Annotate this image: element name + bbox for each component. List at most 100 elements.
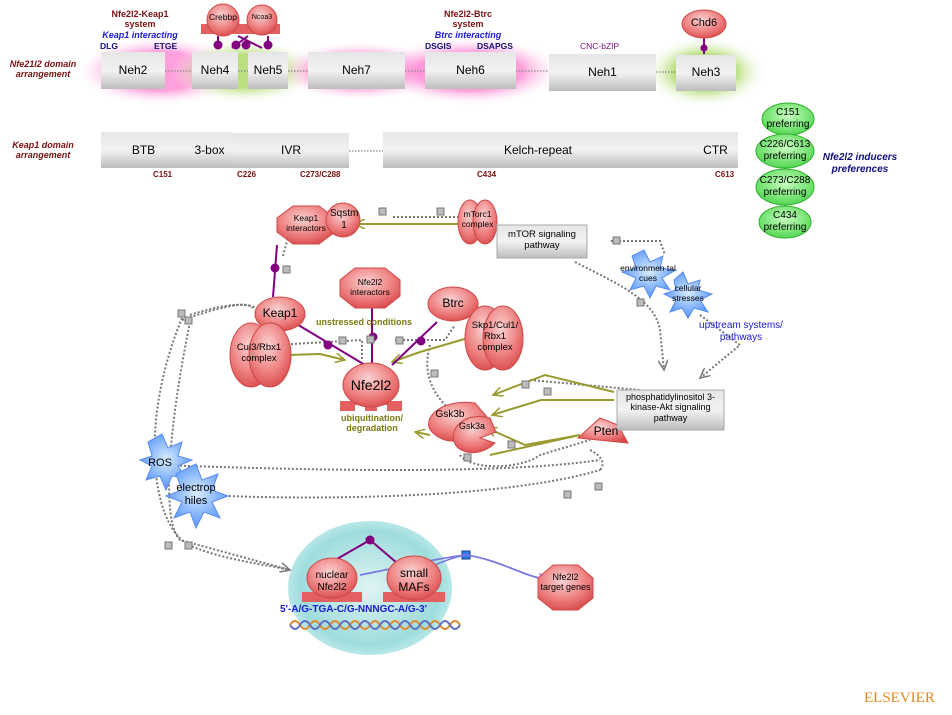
sqstm1-label: Sqstm 1	[330, 208, 359, 231]
nucleus	[288, 521, 452, 655]
dotted-regulatory-links	[153, 216, 742, 570]
electrophiles-label: electrop hiles	[176, 482, 216, 507]
btrc-interacting-label: Btrc interacting	[434, 30, 502, 40]
connector-nodes	[164, 207, 645, 550]
pref-c151-label: C151 preferring	[766, 107, 810, 130]
keap1-domain-section-label: Keap1 domain arrangement	[12, 140, 74, 161]
neh7-label: Neh7	[342, 63, 371, 77]
cellular-stresses-star	[662, 271, 714, 319]
pten-label: Pten	[593, 424, 619, 438]
motif-dlg: DLG	[100, 41, 118, 51]
domain-btb	[101, 132, 186, 168]
domain-neh1	[549, 54, 656, 91]
target-genes-node	[537, 564, 594, 611]
are-sequence-label: 5'-A/G-TGA-C/G-NNNGC-A/G-3'	[280, 604, 427, 615]
small-mafs-node	[383, 555, 445, 602]
ncoa3-node	[244, 4, 280, 36]
cul3-rbx1-complex-node	[229, 322, 292, 388]
cys-c226: C226	[237, 170, 257, 179]
neh5-label: Neh5	[253, 63, 283, 77]
neh4-label: Neh4	[200, 63, 230, 77]
nfe2l2-domain-row	[75, 3, 767, 108]
sqstm1-node	[325, 202, 361, 238]
nfe2l2-label: Nfe2l2	[350, 377, 392, 393]
pref-c273-c288-label: C273/C288 preferring	[759, 175, 811, 198]
domain-ctr	[693, 132, 738, 168]
target-genes-label: Nfe2l2 target genes	[540, 572, 591, 593]
ubiquitination-degradation-label: ubiquitination/ degradation	[341, 413, 403, 434]
motif-dsapgs: DSAPGS	[477, 41, 513, 51]
skp1-cul1-rbx1-label: Skp1/Cul1/ Rbx1 complex	[471, 320, 519, 353]
coactivator-links	[213, 35, 273, 50]
gsk3a-label: Gsk3a	[458, 421, 485, 431]
keap1-interactors-label: Keap1 interactors	[286, 213, 326, 233]
cnc-bzip-label: CNC-bZIP	[580, 41, 620, 51]
motif-dsgis: DSGIS	[425, 41, 452, 51]
kelch-repeat-label: Kelch-repeat	[503, 143, 573, 157]
neh1-label: Neh1	[588, 65, 617, 79]
nuclear-nfe2l2-label: nuclear Nfe2l2	[315, 570, 349, 593]
pref-c226-c613-label: C226/C613 preferring	[759, 139, 811, 162]
nfe2l2-domain-section-label: Nfe21l2 domain arrangement	[9, 59, 77, 80]
pref-c434-label: C434 preferring	[763, 210, 807, 233]
nuclear-nfe2l2-node	[302, 557, 362, 602]
mtor-pathway-label: mTOR signaling pathway	[508, 229, 576, 251]
cys-c151: C151	[153, 170, 173, 179]
pi3k-akt-label: phosphatidylinositol 3-kinase-Akt signal…	[625, 392, 716, 423]
pref-c226-c613	[755, 133, 815, 169]
keap1-system-title: Nfe2l2-Keap1 system	[111, 9, 169, 30]
crebbp-node	[201, 3, 245, 37]
neh3-label: Neh3	[691, 65, 721, 79]
inducer-preference-stack	[755, 102, 815, 239]
neh6-label: Neh6	[456, 63, 485, 77]
upstream-pathways-label: upstream systems/ pathways	[699, 320, 783, 343]
unstressed-conditions-label: unstressed conditions	[316, 317, 413, 327]
mtorc1-complex-node	[457, 199, 498, 245]
small-mafs-label: small MAFs	[398, 566, 430, 594]
domain-neh5	[248, 52, 288, 89]
publisher-logo: ELSEVIER	[864, 690, 935, 706]
chd6-label: Chd6	[690, 17, 718, 29]
domain-neh7	[308, 52, 405, 89]
chd6-node	[681, 9, 727, 54]
btrc-label: Btrc	[442, 296, 464, 310]
environmental-cues-star	[620, 249, 678, 300]
mtor-pathway-node	[496, 224, 588, 259]
dna-helix	[289, 620, 461, 630]
motif-etge: ETGE	[154, 41, 178, 51]
mtorc1-label: mTorc1 complex	[461, 209, 494, 229]
ros-label: ROS	[148, 457, 172, 469]
domain-kelch-repeat	[383, 132, 693, 168]
keap1-interactors-node	[276, 205, 336, 245]
btrc-system-title: Nfe2l2-Btrc system	[443, 9, 492, 30]
gsk3a-node	[452, 415, 497, 454]
cys-c613: C613	[715, 170, 735, 179]
3box-label: 3-box	[194, 143, 225, 157]
electrophiles-star	[164, 463, 230, 530]
domain-neh3	[676, 55, 736, 91]
cellular-stresses-label: cellular stresses	[672, 283, 704, 303]
domain-ivr	[233, 133, 349, 168]
ncoa3-label: Ncoa3	[251, 14, 273, 21]
skp1-cul1-rbx1-complex-node	[464, 305, 524, 371]
cys-c273-c288: C273/C288	[300, 170, 341, 179]
cys-c434: C434	[477, 170, 497, 179]
pi3k-akt-pathway-node	[616, 389, 725, 431]
gsk3b-label: Gsk3b	[435, 409, 465, 420]
purple-binding-links	[270, 244, 438, 564]
domain-3box	[186, 132, 233, 168]
neh2-label: Neh2	[118, 63, 148, 77]
nfe2l2-interactors-label: Nfe2l2 interactors	[350, 277, 390, 297]
nfe2l2-interactors-node	[339, 267, 401, 309]
btb-label: BTB	[131, 143, 156, 157]
keap1-label: Keap1	[262, 306, 298, 320]
ctr-label: CTR	[703, 143, 728, 157]
crebbp-label: Crebbp	[209, 12, 237, 22]
domain-neh6	[425, 52, 516, 89]
keap1-interacting-label: Keap1 interacting	[102, 30, 178, 40]
domain-neh2	[101, 52, 165, 89]
cul3-rbx1-label: Cul3/Rbx1 complex	[236, 342, 282, 364]
pref-c434	[758, 205, 812, 239]
pref-c273-c288	[755, 168, 815, 206]
